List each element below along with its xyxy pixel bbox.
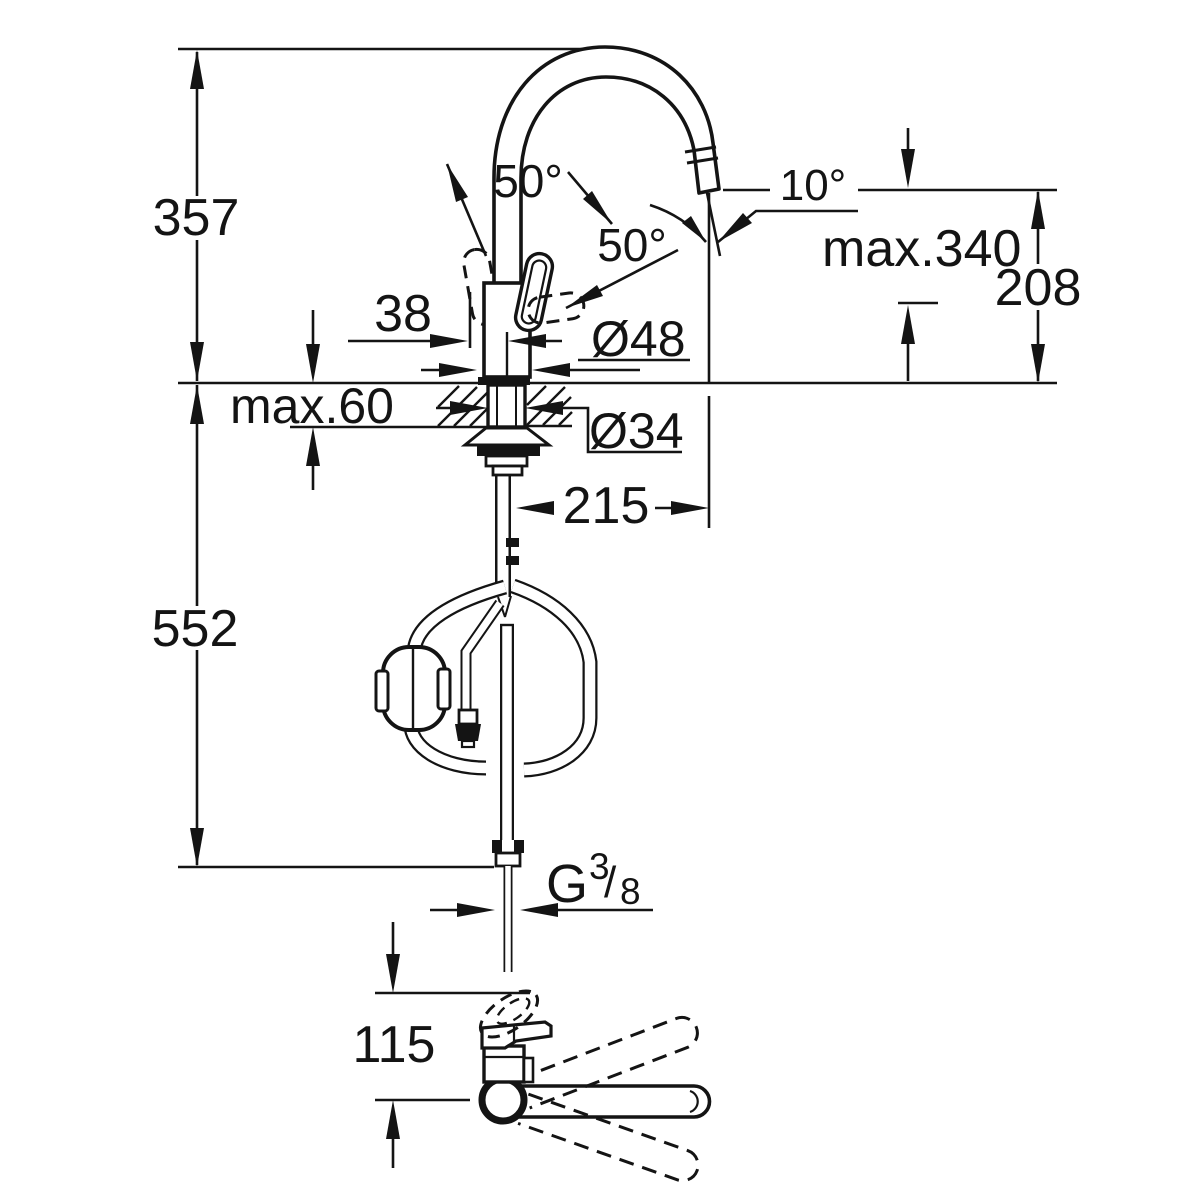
dim-38-label: 38 xyxy=(374,285,432,343)
g38-fitting xyxy=(492,840,524,972)
mounting-shank xyxy=(486,383,527,429)
under-counter-assembly xyxy=(374,426,598,972)
dim-215-label: 215 xyxy=(563,477,650,535)
dim-115-label: 115 xyxy=(353,1016,436,1074)
spout-tip-joint xyxy=(684,145,719,165)
dia-34-label: Ø34 xyxy=(589,403,684,459)
thread-g38-label: G 3 / 8 xyxy=(546,846,641,914)
top-view-body xyxy=(482,1044,526,1084)
angle-50-left-label: 50° xyxy=(493,155,563,207)
max-340-label: max.340 xyxy=(822,220,1021,278)
hose-weight xyxy=(374,645,452,732)
dia-48-label: Ø48 xyxy=(591,311,686,367)
right-hose-fill xyxy=(511,581,596,776)
spout-arm-cap-detail xyxy=(689,1089,699,1114)
top-view-body-step xyxy=(522,1056,535,1084)
top-view xyxy=(478,989,712,1183)
thread-denominator: 8 xyxy=(620,871,641,912)
thread-slash: / xyxy=(604,858,617,907)
spout-arch xyxy=(492,45,721,292)
thread-letter: G xyxy=(546,854,588,914)
angle-10-label: 10° xyxy=(780,161,847,210)
reference-lines xyxy=(178,47,1057,1102)
dim-357-label: 357 xyxy=(153,189,240,247)
top-view-lever-solid xyxy=(480,1020,553,1050)
dimension-labels: 357 552 50° 50° 10° max.340 208 38 Ø48 m… xyxy=(152,155,1082,1074)
handle-lever-solid xyxy=(513,251,555,333)
handle-position-dashed-open xyxy=(526,291,586,325)
dim-208-label: 208 xyxy=(995,259,1082,317)
max-60-label: max.60 xyxy=(230,378,394,434)
front-view-faucet xyxy=(437,45,721,429)
dim-552-label: 552 xyxy=(152,600,239,658)
top-view-lever-dashed xyxy=(478,989,540,1039)
hose-fitting-upper xyxy=(506,538,519,547)
top-view-lever-dashed-inner xyxy=(495,997,531,1025)
dimension-arrowheads xyxy=(190,50,1045,1139)
valve-hose xyxy=(455,599,505,749)
spout-arm-dashed-up xyxy=(517,1015,699,1110)
thread-numerator: 3 xyxy=(589,846,610,887)
swivel-ring xyxy=(478,1075,528,1125)
mounting-hardware xyxy=(460,426,554,477)
hose-fitting-lower xyxy=(506,556,519,565)
angle-50-right-label: 50° xyxy=(597,219,667,271)
base-ring xyxy=(478,377,530,385)
spout-arm-dashed-down xyxy=(517,1092,700,1183)
